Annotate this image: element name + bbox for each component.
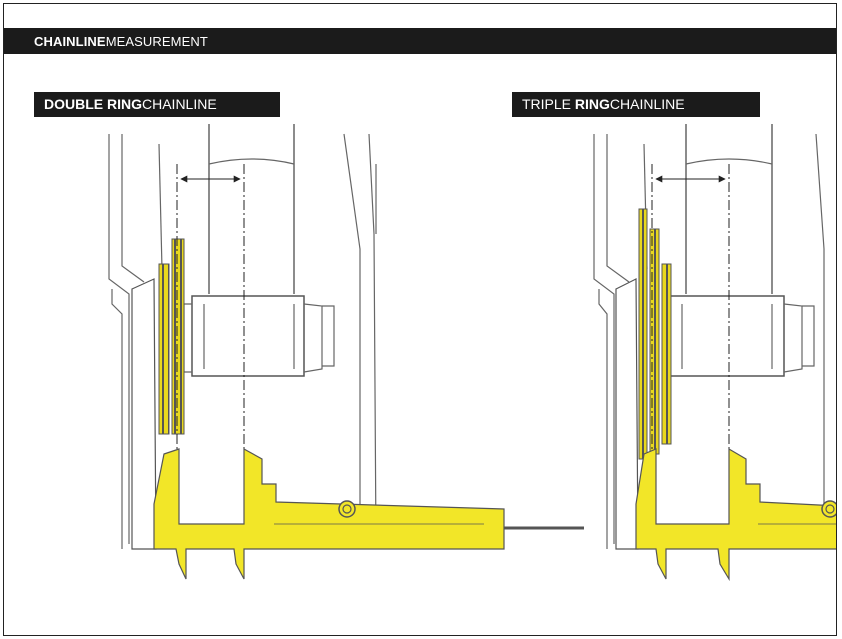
double-dimension [176, 164, 245, 454]
header-bar: CHAINLINEMEASUREMENT [4, 28, 836, 54]
triple-dimension [651, 164, 730, 454]
triple-ring-label: TRIPLE RINGCHAINLINE [512, 92, 760, 117]
triple-chainrings [638, 208, 672, 460]
double-ring-label: DOUBLE RINGCHAINLINE [34, 92, 280, 117]
diagram-frame: CHAINLINEMEASUREMENT DOUBLE RINGCHAINLIN… [3, 3, 837, 636]
diagram-title: CHAINLINEMEASUREMENT [34, 34, 208, 49]
double-ring-drawing [108, 124, 377, 550]
title-bold: CHAINLINE [34, 34, 106, 49]
double-caliper [153, 447, 584, 580]
double-chainrings [158, 238, 185, 435]
title-rest: MEASUREMENT [105, 34, 208, 49]
chainline-illustration [108, 124, 836, 582]
triple-caliper [635, 447, 836, 582]
triple-ring-drawing [593, 124, 825, 550]
